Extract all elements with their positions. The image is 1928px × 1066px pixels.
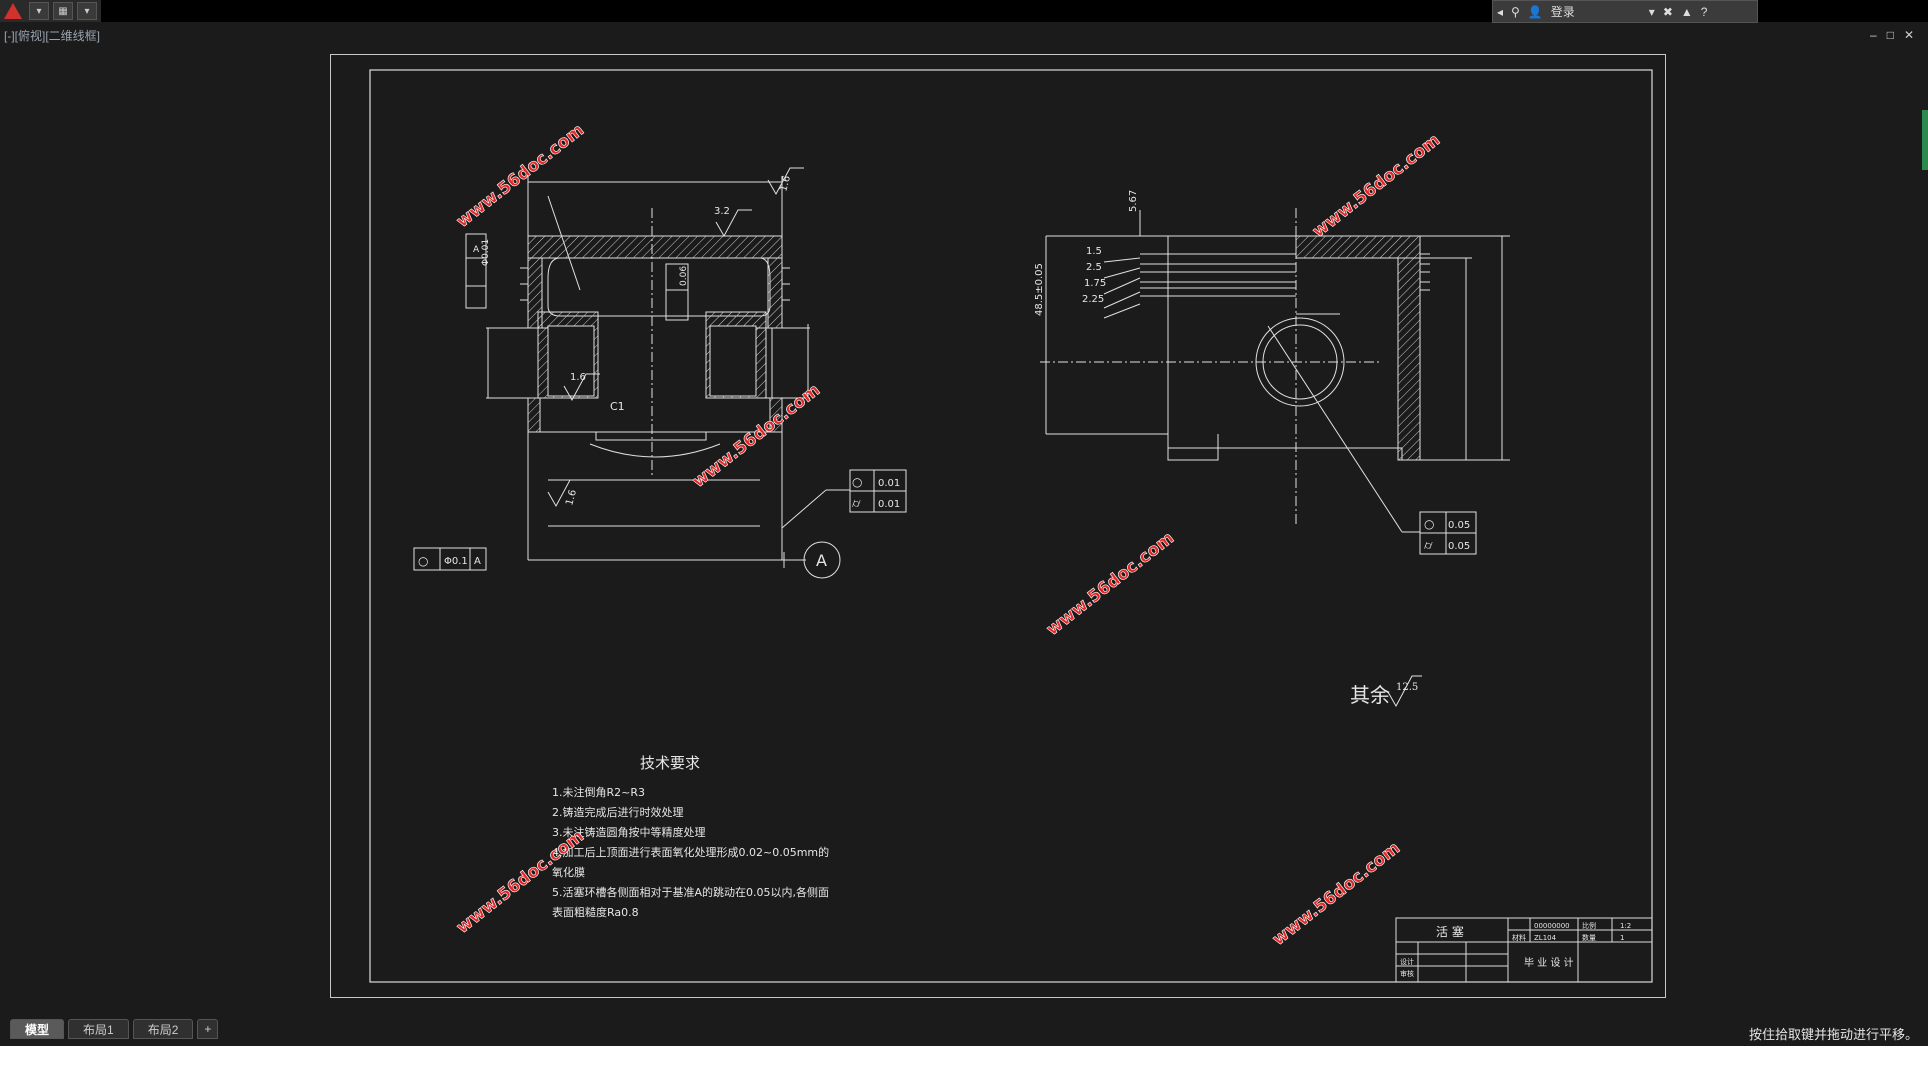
drawing-number: 00000000 [1534, 922, 1570, 930]
help-button[interactable]: ? [1700, 4, 1708, 19]
watermark-1: www.56doc.com [453, 120, 588, 232]
tech-req-title: 技术要求 [640, 754, 700, 772]
title-block [1395, 917, 1653, 983]
tech-req-5: 氧化膜 [552, 865, 585, 879]
user-icon[interactable]: 👤 [1527, 4, 1543, 19]
tab-layout1[interactable]: 布局1 [68, 1019, 129, 1039]
left-section-view [413, 167, 907, 579]
cylindricity-value-right: 0.05 [1448, 541, 1470, 552]
info-center-bar: ◂ ⚲ 👤 登录 ▾ ✖ ▲ ? [1492, 0, 1758, 23]
close-button[interactable]: ✕ [1903, 28, 1914, 42]
restore-button[interactable]: □ [1886, 28, 1894, 42]
project-label: 毕 业 设 计 [1524, 956, 1574, 969]
drawing-frame [369, 69, 1653, 983]
part-name: 活 塞 [1436, 924, 1464, 939]
quick-access-toolbar: ▾ ▦ ▾ [0, 0, 101, 22]
workspace-icon[interactable]: ▦ [53, 2, 73, 20]
right-top-dim: 5.67 [1128, 190, 1139, 212]
binoculars-icon[interactable]: ⚲ [1511, 4, 1520, 19]
groove-dim-3: 1.75 [1084, 278, 1106, 289]
cylindricity-value-left: 0.01 [878, 499, 900, 510]
qty-value: 1 [1620, 934, 1624, 942]
bottom-fcf-value: Φ0.1 [444, 556, 468, 567]
rest-roughness-label: 其余 [1350, 683, 1390, 707]
perp-fcf-datum: A [473, 245, 480, 255]
roughness-corner-label: 1.6 [778, 175, 793, 193]
customize-arrow-icon[interactable]: ▾ [77, 2, 97, 20]
app-logo-icon[interactable] [4, 3, 22, 19]
title-block-text: 活 塞 00000000 比例 1:2 材料 ZL104 数量 1 设计 审核 … [1400, 921, 1631, 978]
groove-dim-1: 1.5 [1086, 246, 1102, 257]
login-dropdown-icon[interactable]: ▾ [1648, 4, 1655, 19]
add-layout-button[interactable]: + [197, 1019, 219, 1039]
watermark-2: www.56doc.com [1309, 130, 1444, 242]
technical-requirements: 技术要求 1.未注倒角R2~R3 2.铸造完成后进行时效处理 3.未注铸造圆角按… [552, 754, 829, 919]
perp-fcf-value: Φ0.01 [481, 239, 491, 266]
status-message: 按住拾取键并拖动进行平移。 [1748, 1027, 1918, 1042]
bottom-fcf-datum: A [474, 556, 481, 567]
viewport-controls-label[interactable]: [-][俯视][二维线框] [4, 29, 101, 43]
tech-req-2: 2.铸造完成后进行时效处理 [552, 805, 684, 819]
scale-value: 1:2 [1620, 922, 1631, 930]
right-side-dim: 48.5±0.05 [1034, 263, 1045, 316]
left-arrow-icon[interactable]: ◂ [1497, 4, 1504, 19]
autodesk-a360-icon[interactable]: ▲ [1680, 4, 1693, 19]
flatness-value: 0.06 [679, 266, 689, 286]
tech-req-4: 4.加工后上顶面进行表面氧化处理形成0.02~0.05mm的 [552, 845, 829, 859]
material-label: 材料 [1512, 933, 1526, 942]
row-label-a: 设计 [1400, 957, 1414, 966]
chamfer-label: C1 [610, 400, 625, 413]
login-button[interactable]: 登录 [1550, 5, 1575, 19]
dropdown-arrow-icon[interactable]: ▾ [29, 2, 49, 20]
watermark-5: www.56doc.com [453, 826, 588, 938]
right-half-view [1040, 208, 1510, 555]
roughness-bottom-label: 1.6 [564, 489, 579, 507]
bottom-circularity-icon: ○ [418, 554, 428, 568]
circularity-icon: ○ [852, 475, 862, 489]
rest-roughness-value: 12.5 [1396, 682, 1418, 693]
cylindricity-icon-right: ⌭ [1424, 538, 1433, 552]
minimize-button[interactable]: – [1870, 28, 1877, 42]
circularity-value-right: 0.05 [1448, 520, 1470, 531]
roughness-mid-label: 1.6 [570, 372, 586, 383]
bottom-strip [0, 1046, 1928, 1066]
groove-dim-2: 2.5 [1086, 262, 1102, 273]
tab-layout2[interactable]: 布局2 [132, 1019, 194, 1039]
tab-model[interactable]: 模型 [10, 1019, 65, 1039]
drawing-window-controls: – □ ✕ [1870, 28, 1914, 42]
watermark-4: www.56doc.com [1043, 528, 1178, 640]
groove-dim-4: 2.25 [1082, 294, 1104, 305]
scale-label: 比例 [1582, 921, 1596, 930]
watermark-6: www.56doc.com [1269, 838, 1404, 950]
layout-tab-bar: 模型 布局1 布局2 + [0, 1018, 1928, 1040]
row-label-b: 审核 [1400, 969, 1414, 978]
tech-req-7: 表面粗糙度Ra0.8 [552, 905, 639, 919]
exchange-icon[interactable]: ✖ [1662, 4, 1673, 19]
roughness-top-label: 3.2 [714, 206, 730, 217]
circularity-value-left: 0.01 [878, 478, 900, 489]
paper-sheet-border [330, 54, 1666, 998]
scroll-indicator[interactable] [1922, 110, 1928, 170]
datum-a-label: A [816, 551, 827, 570]
tech-req-3: 3.未注铸造圆角按中等精度处理 [552, 825, 706, 839]
tech-req-6: 5.活塞环槽各侧面相对于基准A的跳动在0.05以内,各侧面 [552, 885, 829, 899]
cylindricity-icon: ⌭ [852, 496, 861, 510]
application-title-bar: ▾ ▦ ▾ ◂ ⚲ 👤 登录 ▾ ✖ ▲ ? [0, 0, 1928, 23]
qty-label: 数量 [1582, 933, 1596, 942]
circularity-icon-right: ○ [1424, 517, 1434, 531]
tech-req-1: 1.未注倒角R2~R3 [552, 785, 645, 799]
material-value: ZL104 [1534, 934, 1557, 942]
